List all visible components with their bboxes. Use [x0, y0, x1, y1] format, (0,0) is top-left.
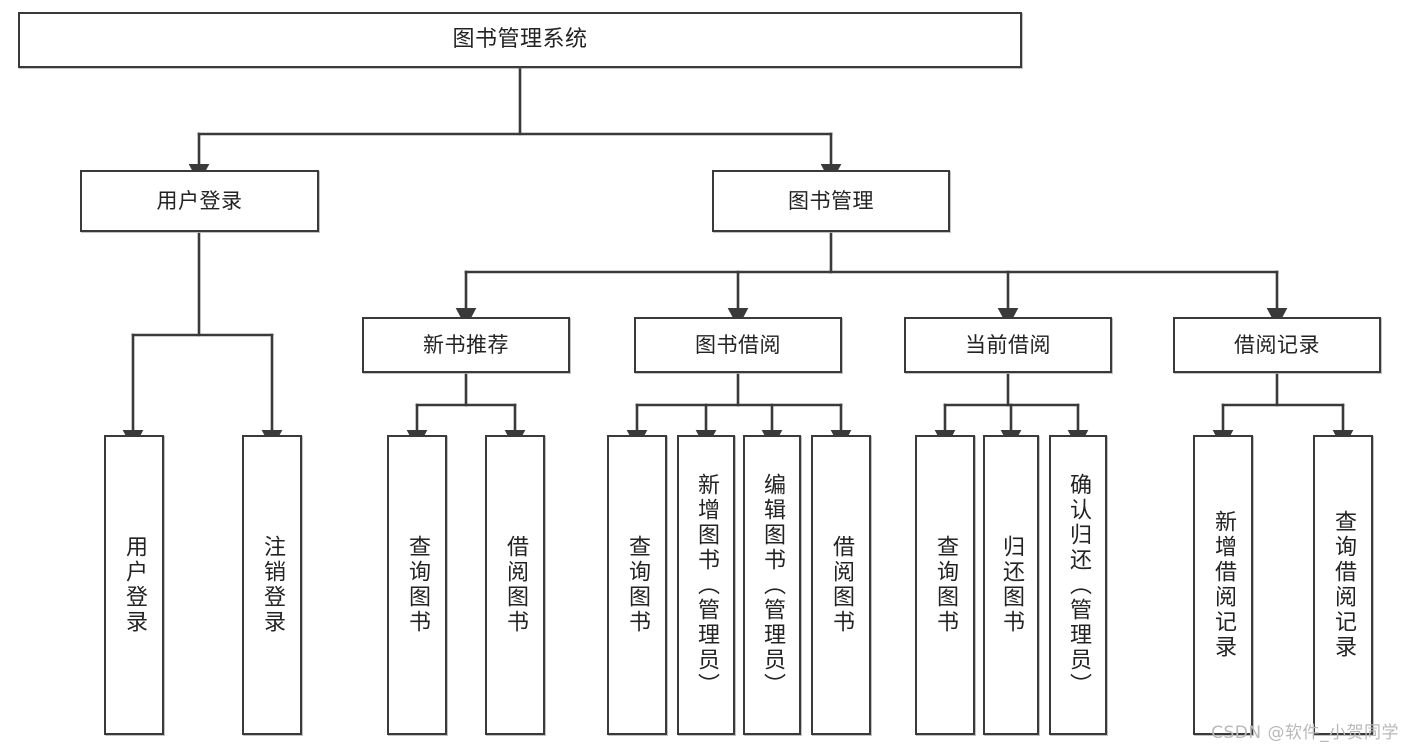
node-leaf-query-book-borrow[interactable]: 查询图书 — [607, 435, 667, 735]
node-current-borrow[interactable]: 当前借阅 — [904, 317, 1112, 373]
node-root-book-management-system[interactable]: 图书管理系统 — [18, 12, 1022, 68]
node-leaf-query-borrow-record[interactable]: 查询借阅记录 — [1313, 435, 1373, 735]
csdn-watermark: CSDN @软件_小贺同学 — [1211, 723, 1399, 743]
node-label: 图书管理系统 — [452, 27, 588, 53]
node-borrow-record[interactable]: 借阅记录 — [1173, 317, 1381, 373]
node-leaf-borrow-book[interactable]: 借阅图书 — [811, 435, 871, 735]
node-user-login[interactable]: 用户登录 — [80, 170, 319, 232]
node-leaf-query-book-recommend[interactable]: 查询图书 — [387, 435, 447, 735]
node-label: 查询图书 — [405, 535, 430, 635]
node-leaf-logout[interactable]: 注销登录 — [242, 435, 302, 735]
node-leaf-add-book-admin[interactable]: 新增图书（管理员） — [677, 435, 735, 735]
node-leaf-return-book[interactable]: 归还图书 — [983, 435, 1039, 735]
node-label: 查询借阅记录 — [1331, 510, 1356, 660]
node-leaf-confirm-return-admin[interactable]: 确认归还（管理员） — [1049, 435, 1107, 735]
node-leaf-add-borrow-record[interactable]: 新增借阅记录 — [1193, 435, 1253, 735]
node-label: 新书推荐 — [423, 332, 509, 357]
node-label: 图书管理 — [788, 188, 874, 213]
node-label: 借阅记录 — [1234, 332, 1320, 357]
node-label: 新增借阅记录 — [1211, 510, 1236, 660]
node-book-borrow[interactable]: 图书借阅 — [634, 317, 842, 373]
node-leaf-user-login[interactable]: 用户登录 — [104, 435, 164, 735]
node-leaf-edit-book-admin[interactable]: 编辑图书（管理员） — [743, 435, 801, 735]
node-label: 查询图书 — [933, 535, 958, 635]
node-label: 新增图书（管理员） — [694, 472, 719, 698]
node-label: 归还图书 — [999, 535, 1024, 635]
node-label: 借阅图书 — [503, 535, 528, 635]
node-label: 图书借阅 — [695, 332, 781, 357]
node-leaf-borrow-book-recommend[interactable]: 借阅图书 — [485, 435, 545, 735]
node-label: 编辑图书（管理员） — [760, 472, 785, 698]
node-label: 用户登录 — [156, 188, 243, 213]
node-leaf-query-book-current[interactable]: 查询图书 — [915, 435, 975, 735]
node-label: 用户登录 — [122, 535, 147, 635]
node-label: 当前借阅 — [965, 332, 1051, 357]
node-label: 借阅图书 — [829, 535, 854, 635]
node-label: 注销登录 — [260, 535, 285, 635]
node-new-book-recommend[interactable]: 新书推荐 — [362, 317, 570, 373]
node-label: 查询图书 — [625, 535, 650, 635]
node-book-management[interactable]: 图书管理 — [712, 170, 950, 232]
node-label: 确认归还（管理员） — [1066, 472, 1091, 698]
